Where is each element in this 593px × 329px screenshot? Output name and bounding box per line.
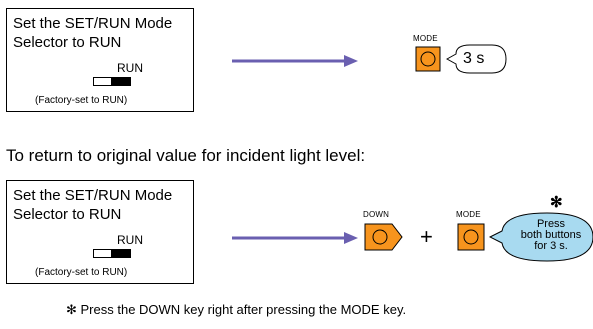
hold-time-bubble	[446, 44, 507, 74]
plus-sign: +	[420, 224, 433, 249]
factory-set-note: (Factory-set to RUN)	[35, 267, 128, 278]
mode-key-label: MODE	[456, 210, 481, 219]
set-run-selector-switch	[93, 77, 131, 86]
instruction-line-2: Selector to RUN	[13, 206, 122, 223]
set-run-selector-switch	[93, 249, 131, 258]
section-title: To return to original value for incident…	[6, 146, 366, 165]
switch-knob	[111, 78, 130, 85]
bubble-line-2: both buttons	[520, 229, 582, 241]
press-both-buttons-text: Press both buttons for 3 s.	[508, 219, 593, 252]
footnote: ✻ Press the DOWN key right after pressin…	[66, 302, 407, 317]
hold-time-text: 3 s	[463, 50, 485, 67]
mode-key-icon[interactable]	[415, 46, 441, 72]
instruction-line-1: Set the SET/RUN Mode	[13, 187, 173, 204]
instruction-line-2: Selector to RUN	[13, 34, 122, 51]
bubble-line-1: Press	[536, 218, 566, 230]
switch-knob	[111, 250, 130, 257]
right-arrow-icon	[232, 232, 358, 244]
down-key-label: DOWN	[363, 210, 390, 219]
instruction-box-2: Set the SET/RUN Mode Selector to RUN RUN…	[6, 180, 194, 284]
right-arrow-icon	[232, 55, 358, 67]
down-key-icon[interactable]	[364, 223, 404, 251]
bubble-line-3: for 3 s.	[534, 240, 568, 252]
switch-run-label: RUN	[117, 233, 143, 247]
mode-key-label: MODE	[413, 34, 438, 43]
switch-run-label: RUN	[117, 61, 143, 75]
factory-set-note: (Factory-set to RUN)	[35, 95, 128, 106]
instruction-box-1: Set the SET/RUN Mode Selector to RUN RUN…	[6, 8, 194, 112]
instruction-line-1: Set the SET/RUN Mode	[13, 15, 173, 32]
press-both-buttons-bubble	[489, 212, 593, 262]
mode-key-icon[interactable]	[457, 223, 485, 251]
asterisk-mark: ✻	[550, 194, 563, 211]
